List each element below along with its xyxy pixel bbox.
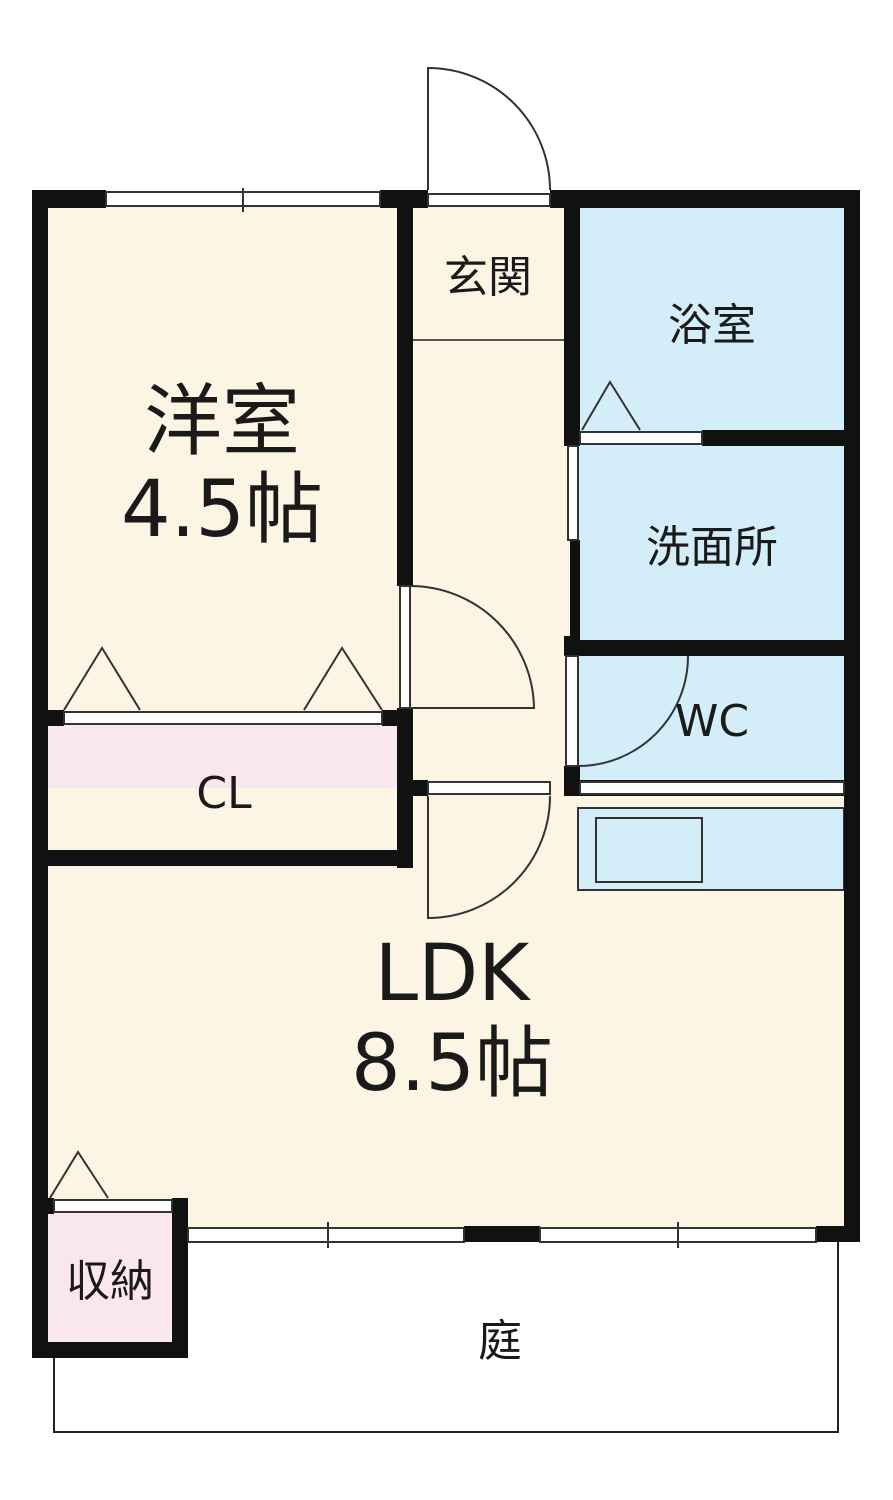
ldk-door-swing bbox=[427, 795, 551, 920]
toilet-door-swing bbox=[577, 655, 689, 767]
closet-label: CL bbox=[196, 768, 252, 819]
storage-label: 収納 bbox=[66, 1256, 154, 1307]
entrance-label: 玄関 bbox=[444, 252, 532, 303]
ldk-name: LDK bbox=[375, 929, 532, 1019]
door-swings bbox=[409, 66, 689, 920]
hallway-floor bbox=[406, 198, 572, 788]
washroom-floor bbox=[572, 438, 852, 646]
ldk-floor-lower-left bbox=[40, 858, 406, 1218]
bathroom-floor bbox=[572, 198, 852, 438]
storage-floor bbox=[40, 1206, 180, 1346]
toilet-label: WC bbox=[675, 696, 749, 747]
walls bbox=[32, 190, 860, 1358]
kitchen-sink bbox=[595, 817, 703, 883]
bathroom-label: 浴室 bbox=[668, 300, 756, 351]
windows bbox=[105, 188, 817, 1248]
folding-door-marks bbox=[49, 380, 641, 1199]
western-room-size: 4.5帖 bbox=[121, 465, 323, 555]
ldk-size: 8.5帖 bbox=[351, 1019, 553, 1109]
washroom-label: 洗面所 bbox=[646, 522, 778, 573]
toilet-floor bbox=[572, 646, 852, 788]
door-frames bbox=[53, 431, 845, 1213]
garden-label: 庭 bbox=[478, 1316, 522, 1367]
western-room-floor bbox=[40, 198, 406, 720]
western-room-door-swing bbox=[409, 585, 536, 709]
entrance-door-swing bbox=[427, 66, 551, 191]
western-room-name: 洋室 bbox=[144, 377, 300, 467]
